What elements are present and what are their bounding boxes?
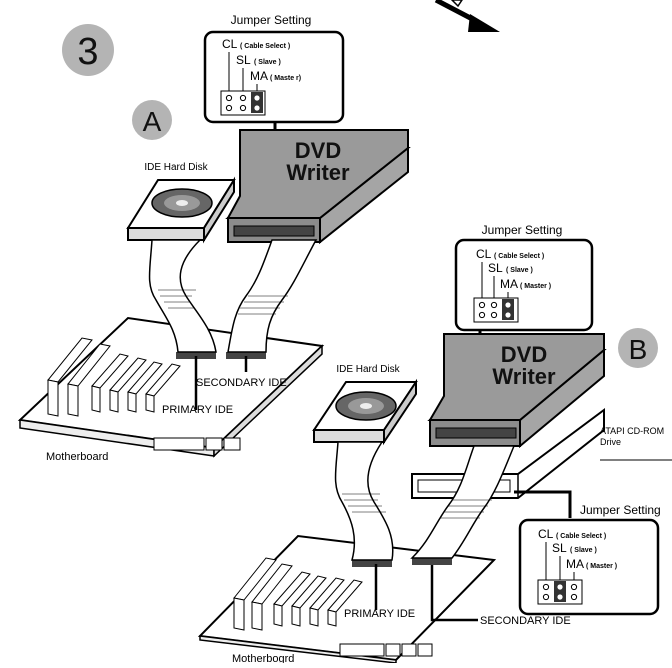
jumper-b-top-cl: CL [476,247,492,261]
marker-a-label: A [143,106,162,137]
jumper-setting-a: Jumper Setting CL ( Cable Select ) SL ( … [203,13,345,238]
jumper-a-title: Jumper Setting [231,13,312,27]
jumper-b-bottom-cl: CL [538,527,554,541]
cdrom-b-line2: Drive [600,437,621,447]
hdd-a-label: IDE Hard Disk [144,162,208,173]
hdd-b-label: IDE Hard Disk [336,364,400,375]
jumper-b-top-sl: SL [488,261,503,275]
step-badge: 3 [62,24,114,76]
jumper-b-bottom-sl: SL [552,541,567,555]
jumper-b-top-title: Jumper Setting [482,223,563,237]
motherboard-b: Motherbogrd [197,534,497,665]
ide-cables-b [334,441,516,561]
motherboard-a: Motherboard [17,316,325,463]
jumper-b-top-ma: MA [500,277,518,291]
jumper-b-bottom-title: Jumper Setting [580,503,661,517]
primary-ide-a: PRIMARY IDE [162,404,233,416]
dvd-writer-a: DVD Writer [225,129,411,245]
board-b-label: Motherbogrd [232,653,294,663]
jumper-setting-b-top: Jumper Setting CL ( Cable Select ) SL ( … [454,223,594,438]
dvd-a-line2: Writer [286,160,350,185]
cdrom-b-line1: ATAPI CD-ROM [600,426,664,436]
jumper-b-bottom-ma: MA [566,557,584,571]
step-number: 3 [77,31,98,73]
jumper-b-bottom-sl-note: ( Slave ) [570,547,597,554]
jumper-setting-b-bottom: Jumper Setting CL ( Cable Select ) SL ( … [518,503,661,616]
hard-disk-a: IDE Hard Disk [126,162,236,244]
direction-arrow [434,0,500,32]
board-a-label: Motherboard [46,451,108,463]
jumper-b-bottom-ma-note: ( Master ) [586,563,617,570]
marker-a: A [132,100,172,140]
hard-disk-b: IDE Hard Disk [312,364,418,446]
dvd-b-line1: DVD [501,342,547,367]
jumper-a-ma: MA [250,69,268,83]
secondary-ide-b: SECONDARY IDE [480,615,571,627]
primary-ide-b: PRIMARY IDE [344,608,415,620]
marker-b: B [618,328,658,368]
secondary-ide-a: SECONDARY IDE [196,377,287,389]
jumper-b-top-ma-note: ( Master ) [520,283,551,290]
marker-b-label: B [629,334,648,365]
jumper-a-sl-note: ( Slave ) [254,59,281,66]
jumper-a-sl: SL [236,53,251,67]
jumper-a-cl: CL [222,37,238,51]
jumper-b-top-cl-note: ( Cable Select ) [494,253,544,260]
jumper-b-bottom-cl-note: ( Cable Select ) [556,533,606,540]
jumper-a-ma-note: ( Maste r) [270,75,301,82]
ide-cables-a [148,239,318,353]
dvd-b-line2: Writer [492,364,556,389]
jumper-a-cl-note: ( Cable Select ) [240,43,290,50]
dvd-a-line1: DVD [295,138,341,163]
jumper-b-top-sl-note: ( Slave ) [506,267,533,274]
dvd-writer-b: DVD Writer [427,333,607,449]
